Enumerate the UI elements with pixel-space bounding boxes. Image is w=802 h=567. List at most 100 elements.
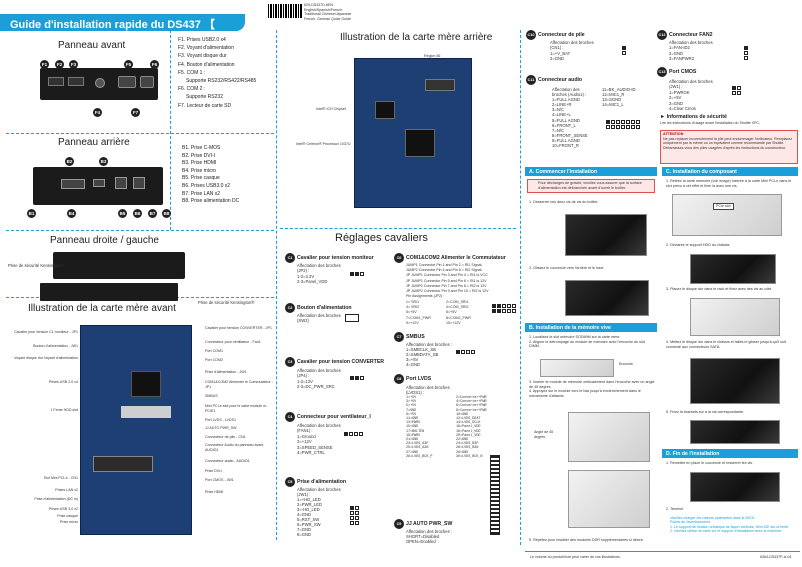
pin (497, 309, 501, 313)
pin (360, 376, 364, 380)
pin (350, 272, 354, 276)
pin (512, 304, 516, 308)
c10-pins (622, 46, 626, 55)
pin (502, 304, 506, 308)
section-a-image-2 (565, 280, 649, 316)
divider (520, 30, 521, 545)
section-d-step-1: 1. Remettre en place le couvercle et res… (666, 461, 754, 465)
pin (626, 120, 630, 124)
c6-title: COM1&COM2 Alimenter le Commutateur (406, 255, 506, 261)
pin (492, 309, 496, 313)
pin (621, 120, 625, 124)
lvds-pin-item: 22=GND (456, 438, 469, 443)
processor (405, 129, 435, 157)
c7-title: SMBUS (406, 334, 425, 340)
c8-title: Port LVDS (406, 376, 432, 382)
pin (606, 120, 610, 124)
c4-lines: Affectation des broches (FAN1) : 1=Groun… (297, 423, 341, 456)
pin (622, 51, 626, 55)
pin (497, 304, 501, 308)
com1-port (118, 76, 136, 88)
c11-lines-b: 11=BK_AUDIO-ID 12=MIC1_R 13=SGND 14=MIC1… (602, 87, 636, 108)
section-b-image-1 (540, 359, 614, 377)
badge-c12: C12 (657, 30, 667, 40)
callout-b5: B5 (118, 209, 127, 218)
lvds-pin-item: 9=+5V (406, 412, 417, 417)
lvds-pin-item: 14=LVDS_DCLK (456, 421, 481, 426)
pin (611, 120, 615, 124)
pin (355, 521, 359, 525)
badge-c4: C4 (285, 412, 295, 422)
front-panel-title: Panneau avant (58, 40, 126, 51)
c3-lines: Affectation des broches (JP4) : 1-2=12V … (297, 368, 341, 390)
c10-title: Connecteur de pile (538, 32, 585, 38)
pin (621, 125, 625, 129)
section-b-image-3 (568, 470, 650, 528)
pin (744, 51, 748, 55)
section-a-step-1: 1. Desserrer ces deux vis de vis du boît… (529, 200, 599, 204)
section-c-image-3 (690, 298, 780, 336)
jumpers-title: Réglages cavaliers (335, 232, 428, 244)
front-panel-list: F1. Prises USB2.0 x4 F2. Voyant d'alimen… (178, 37, 257, 109)
lvds-pin-item: 5=+5V (406, 404, 417, 409)
c5-lines: Affectation des broches (JW1) : 1=+HD_LE… (297, 487, 341, 537)
c10-lines: Affectation des broches (CN1) : 1=+V_BAT… (550, 40, 594, 62)
callout-b4: B4 (67, 209, 76, 218)
lvds-pin-item: 8=Converter+PWR (456, 408, 487, 413)
lvds-pin-item: 1=+5V (406, 396, 417, 400)
lvds-pin-item: 13=PWRO (406, 421, 421, 426)
lvds-pin-item: 3=+5V (406, 400, 417, 405)
pin (360, 272, 364, 276)
badge-c9: C9 (394, 519, 404, 529)
lvds-pin-item: 28=GND (456, 450, 469, 455)
chipset (375, 101, 395, 119)
power-button-icon (95, 78, 105, 88)
c3-title: Cavalier pour tension CONVERTER (297, 359, 385, 365)
connector (425, 79, 455, 91)
divider (6, 230, 274, 231)
section-d-header: D. Fin de l'installation (662, 449, 798, 458)
lvds-pin-item: 17=BKLTEN (406, 429, 425, 434)
rear-panel-title: Panneau arrière (58, 137, 130, 148)
c4-title: Connecteur pour ventilateur_l (297, 414, 371, 420)
kensington-label-1: Prise de sécurité Kensington® (8, 263, 65, 268)
section-c-image-5 (690, 420, 780, 444)
badge-c13: C13 (657, 67, 667, 77)
lan-port (133, 177, 145, 189)
lvds-pin-item: 21=GND (406, 438, 419, 443)
c7-pins (456, 350, 475, 354)
kensington-label-2: Prise de sécurité Kensington® (198, 300, 255, 305)
pin (355, 376, 359, 380)
lvds-pin-item: 4=Converter+PWR (456, 400, 487, 405)
processor-label: Intel® Celeron® Processor 1037U (296, 142, 351, 146)
c13-lines: Affectation des broches (JW1) : 1=PWROK … (669, 79, 713, 112)
lvds-pin-item: 26=LVDS_B3N (456, 446, 479, 451)
pin (737, 86, 741, 90)
c8-lines: Affectation des broches (LVDS1) : (406, 385, 450, 395)
section-c-step-1: 1. Retirez la carte mémoire (voir image)… (666, 179, 792, 188)
pin (355, 516, 359, 520)
pin (636, 120, 640, 124)
callout-f4: F4 (93, 108, 102, 117)
callout-b7: B7 (148, 209, 157, 218)
pin (744, 56, 748, 60)
callout-f1: F1 (40, 60, 49, 69)
lvds-pin-item: 2=Converter+PWR (456, 396, 487, 400)
front-board-title: Illustration de la carte mère avant (28, 303, 176, 314)
pin (350, 376, 354, 380)
lvds-pin-item: 11=GND (406, 417, 419, 422)
pin (344, 432, 348, 436)
lvds-pin-item: 19=PWRO (406, 433, 421, 438)
warning-box: ATTENTION Ne pas replacer incorrectement… (660, 130, 798, 164)
c1-title: Cavalier pour tension moniteur (297, 255, 374, 261)
rear-board-image (354, 58, 472, 208)
section-c-header: C. Installation du composant (662, 167, 798, 176)
pin (355, 506, 359, 510)
lan-port (115, 177, 127, 189)
c3-pins (350, 376, 364, 380)
pin (350, 521, 354, 525)
pin (631, 120, 635, 124)
sodimm-slot (121, 406, 171, 418)
rear-panel-device (33, 167, 163, 205)
c6-lines: JUMP1 Connector Pin 1 and Pin 2 = RI1 Si… (406, 263, 489, 299)
